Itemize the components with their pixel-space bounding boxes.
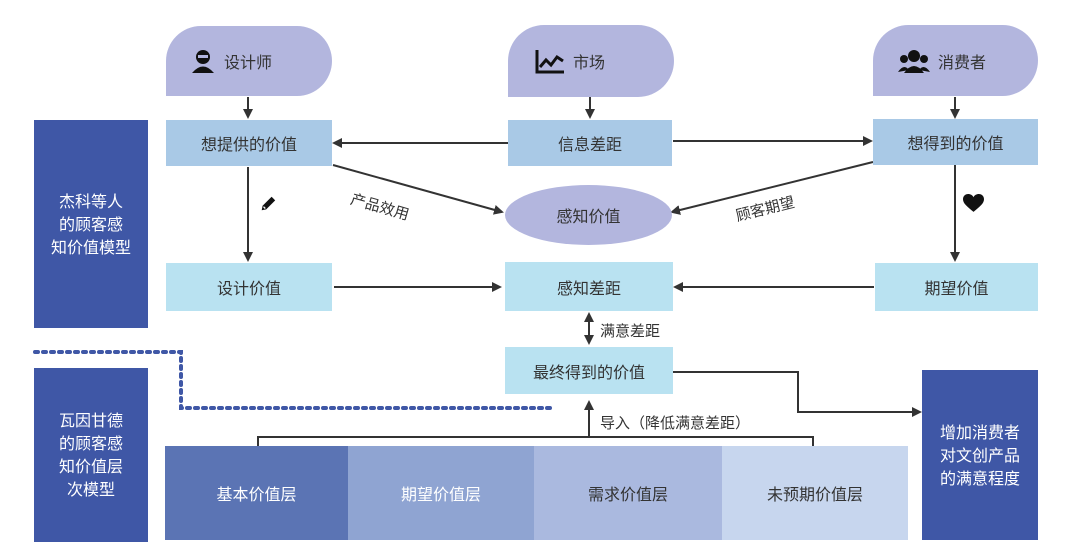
designer-cloud [166, 26, 332, 96]
layer-unexpected-label: 未预期价值层 [766, 485, 863, 504]
arrow-desired-to-perceived [670, 161, 874, 215]
info-gap-box: 信息差距 [508, 120, 672, 166]
designer-label: 设计师 [224, 53, 273, 72]
market-label: 市场 [573, 53, 606, 72]
layer-basic-label: 基本价值层 [216, 485, 297, 504]
group-icon [898, 50, 930, 73]
layers-bracket [257, 436, 814, 446]
final-value-box: 最终得到的价值 [505, 347, 673, 394]
consumer-label: 消费者 [938, 53, 987, 72]
layer-unexpected: 未预期价值层 [722, 446, 908, 540]
offered-value-box: 想提供的价值 [166, 120, 332, 166]
designer-source: 设计师 [190, 48, 272, 74]
satisfaction-gap-label: 满意差距 [600, 322, 661, 340]
layer-expected: 期望价值层 [348, 446, 534, 540]
consumer-source: 消费者 [898, 48, 986, 74]
customer-value-hierarchy-model-box: 瓦因甘德 的顾客感 知价值层 次模型 [34, 368, 148, 542]
layer-basic: 基本价值层 [165, 446, 348, 540]
expected-value-box: 期望价值 [875, 263, 1038, 311]
arrow-final-to-result [673, 371, 922, 417]
layer-demand-label: 需求价值层 [587, 485, 668, 504]
dotted-divider [33, 350, 557, 410]
perceived-gap-box: 感知差距 [505, 262, 673, 311]
heart-icon [963, 194, 984, 212]
customer-perceived-value-model-box: 杰科等人 的顾客感 知价值模型 [34, 120, 148, 328]
market-source: 市场 [535, 48, 605, 74]
pencil-icon [261, 196, 276, 211]
import-label: 导入（降低满意差距） [600, 414, 751, 432]
result-box: 增加消费者 对文创产品 的满意程度 [922, 370, 1038, 540]
layer-demand: 需求价值层 [534, 446, 722, 540]
perceived-value-ellipse: 感知价值 [505, 185, 672, 245]
layer-expected-label: 期望价值层 [400, 485, 481, 504]
person-icon [192, 50, 214, 73]
design-value-box: 设计价值 [166, 263, 332, 311]
desired-value-box: 想得到的价值 [873, 119, 1038, 165]
line-chart-icon [535, 50, 564, 74]
arrow-offered-to-perceived [332, 164, 504, 215]
